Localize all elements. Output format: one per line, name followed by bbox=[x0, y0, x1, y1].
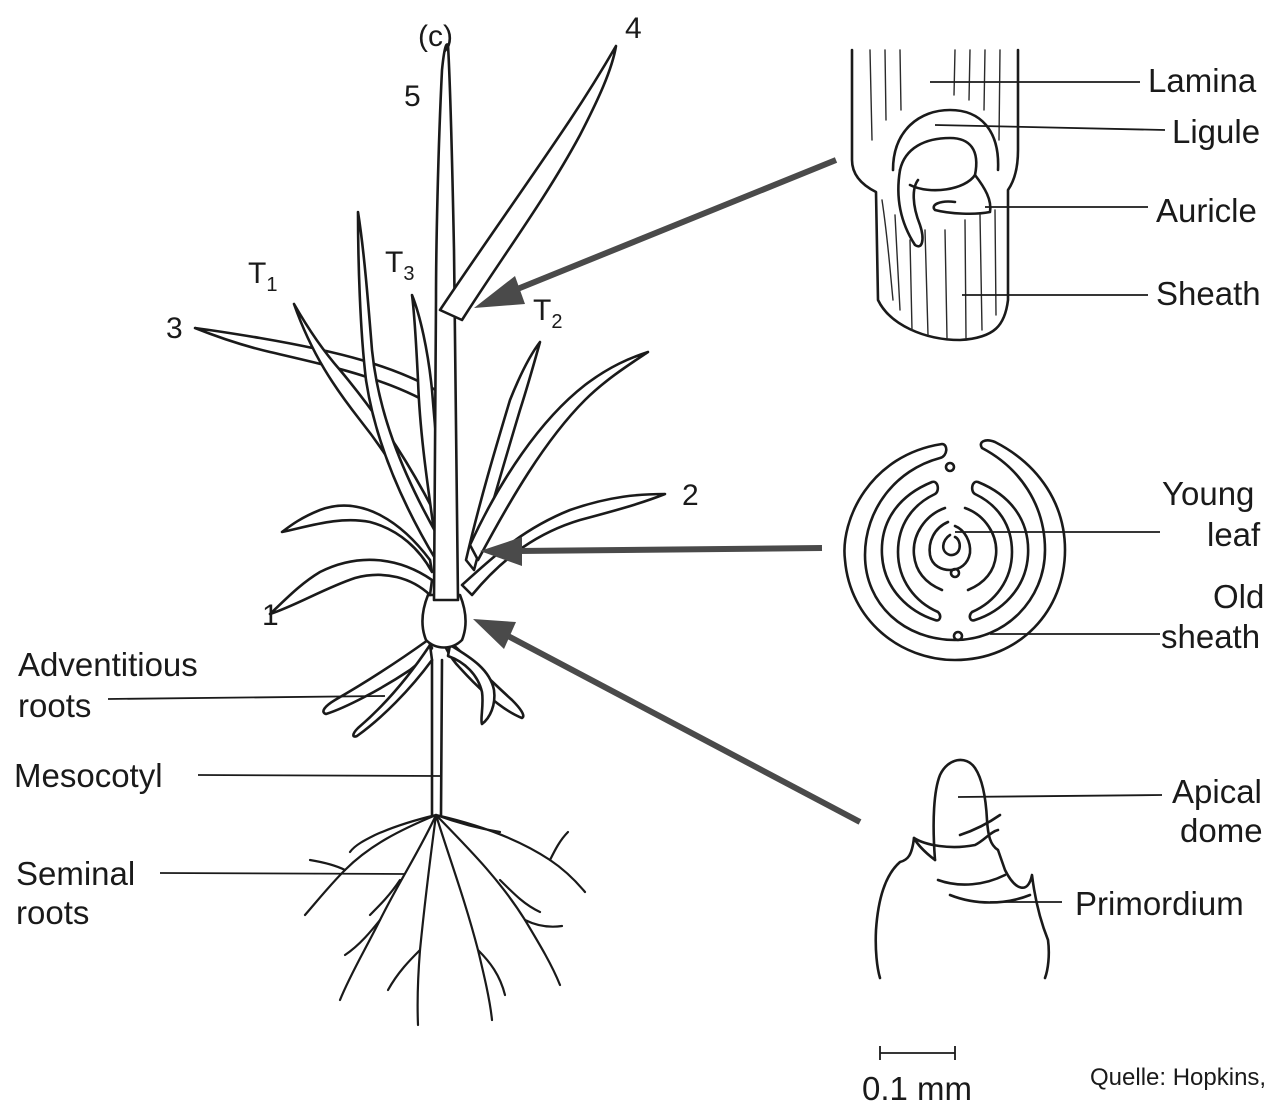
shoot-apex-detail bbox=[876, 760, 1049, 978]
panel-label: (c) bbox=[418, 20, 453, 53]
label-primordium: Primordium bbox=[1075, 885, 1244, 922]
label-lamina: Lamina bbox=[1148, 62, 1257, 99]
label-adventitious: Adventitious bbox=[18, 646, 198, 683]
tiller-label-t1: T1 bbox=[248, 257, 277, 296]
label-old: Old bbox=[1213, 578, 1264, 615]
label-adventitious-roots: roots bbox=[18, 687, 91, 724]
leader-seminal bbox=[160, 873, 405, 874]
label-auricle: Auricle bbox=[1156, 192, 1257, 229]
scale-bar-label: 0.1 mm bbox=[862, 1070, 972, 1105]
label-mesocotyl: Mesocotyl bbox=[14, 757, 163, 794]
leader-apical-dome bbox=[958, 795, 1162, 797]
crown bbox=[422, 595, 465, 648]
leaf-number-5: 5 bbox=[404, 80, 421, 113]
whole-plant-drawing bbox=[195, 44, 665, 1025]
leaf-number-1: 1 bbox=[262, 599, 279, 632]
scale-bar bbox=[880, 1046, 955, 1060]
leader-ligule bbox=[935, 125, 1165, 130]
label-seminal-roots: roots bbox=[16, 894, 89, 931]
label-sheath: Sheath bbox=[1156, 275, 1261, 312]
leaf-4 bbox=[440, 46, 616, 320]
label-apical-dome: dome bbox=[1180, 812, 1263, 849]
source-credit: Quelle: Hopkins, bbox=[1090, 1064, 1266, 1091]
label-young: Young bbox=[1162, 475, 1254, 512]
leaf-1 bbox=[270, 560, 432, 614]
ligule-auricle-detail bbox=[852, 50, 1018, 340]
tiller-label-t2: T2 bbox=[533, 294, 562, 333]
stem-cross-section bbox=[844, 440, 1065, 660]
leader-mesocotyl bbox=[198, 775, 440, 776]
label-old-sheath: sheath bbox=[1161, 618, 1260, 655]
adventitious-roots-drawing bbox=[323, 640, 523, 737]
label-seminal: Seminal bbox=[16, 855, 135, 892]
leaf-number-2: 2 bbox=[682, 479, 699, 512]
label-apical: Apical bbox=[1172, 773, 1262, 810]
tiller-label-t3: T3 bbox=[385, 246, 414, 285]
leaf-number-3: 3 bbox=[166, 312, 183, 345]
pointer-arrows bbox=[473, 160, 860, 822]
leaf-number-4: 4 bbox=[625, 12, 642, 45]
label-young-leaf: leaf bbox=[1207, 516, 1261, 553]
seminal-roots-drawing bbox=[305, 815, 585, 1025]
label-ligule: Ligule bbox=[1172, 113, 1260, 150]
mesocotyl-stem bbox=[432, 660, 442, 815]
main-stem bbox=[434, 44, 458, 600]
